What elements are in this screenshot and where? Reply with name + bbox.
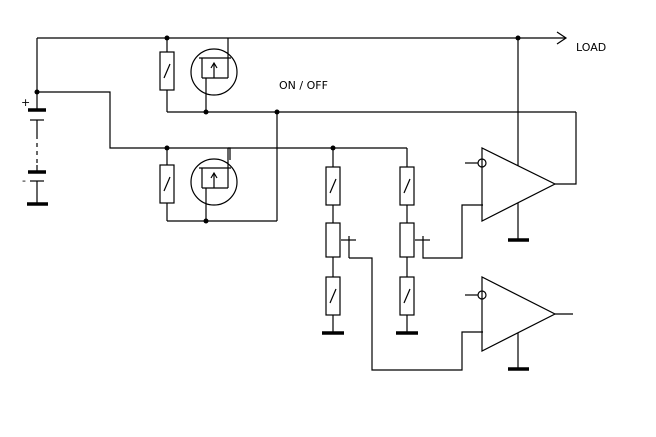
battery-plus-label: +: [21, 96, 30, 109]
battery: + -: [21, 38, 48, 206]
battery-minus-label: -: [22, 174, 26, 187]
load-label: LOAD: [576, 41, 606, 54]
comparator-bottom: [465, 276, 573, 371]
divider-right: [396, 148, 483, 335]
load-rail: LOAD: [37, 31, 606, 54]
potentiometer-left: [325, 222, 341, 258]
junction-dot: [203, 218, 209, 224]
resistor-top-gate: [159, 38, 175, 112]
mosfet-top: [190, 38, 238, 112]
divider-left: [322, 148, 483, 371]
junction-dot: [203, 109, 209, 115]
mosfet-bottom: [190, 148, 238, 224]
potentiometer-right: [399, 222, 415, 258]
comparator-top: [465, 38, 557, 242]
resistor-bottom-gate: [159, 145, 175, 221]
junction-dot: [34, 89, 40, 95]
onoff-label: ON / OFF: [279, 79, 328, 92]
